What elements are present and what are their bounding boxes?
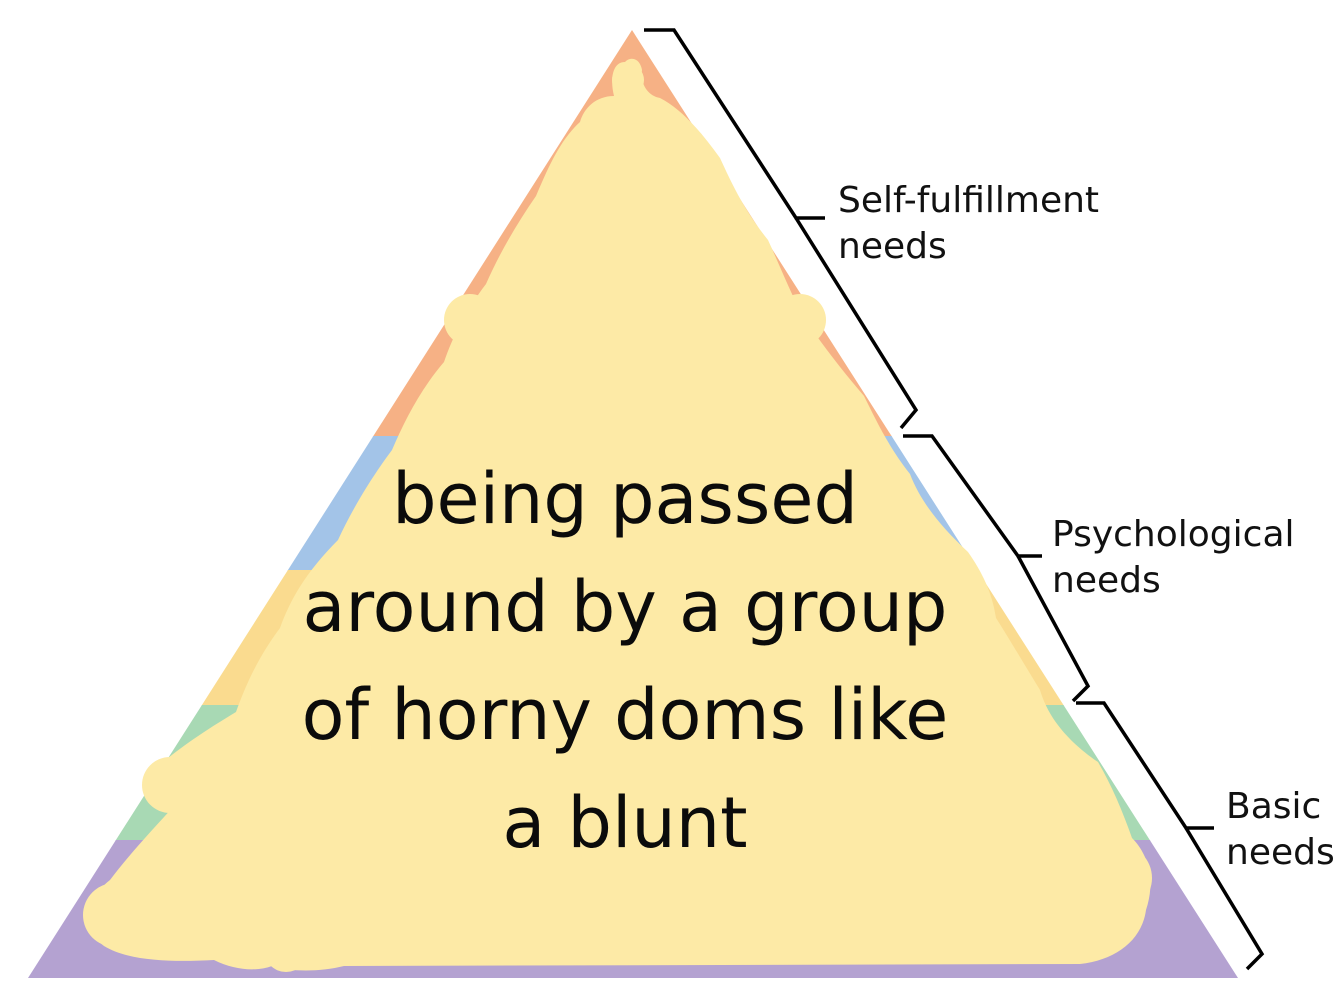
overlay-line-2: around by a group bbox=[302, 566, 948, 648]
psychological-label-line2: needs bbox=[1052, 560, 1161, 601]
basic-label-line2: needs bbox=[1226, 832, 1335, 873]
overlay-line-1: being passed bbox=[392, 458, 858, 540]
psychological-label-line1: Psychological bbox=[1052, 514, 1295, 555]
scribble-overlay bbox=[83, 58, 1152, 972]
overlay-line-3: of horny doms like bbox=[301, 674, 949, 756]
basic-label-line1: Basic bbox=[1226, 786, 1321, 827]
overlay-line-4: a blunt bbox=[502, 782, 748, 864]
psychological-bracket: Psychological needs bbox=[903, 434, 1295, 703]
self-fulfillment-bracket: Self-fulfillment needs bbox=[644, 28, 1099, 430]
self-fulfillment-label-line1: Self-fulfillment bbox=[838, 180, 1099, 221]
basic-bracket: Basic needs bbox=[1076, 701, 1335, 971]
overlay-caption: being passed around by a group of horny … bbox=[250, 445, 1000, 877]
self-fulfillment-label-line2: needs bbox=[838, 226, 947, 267]
